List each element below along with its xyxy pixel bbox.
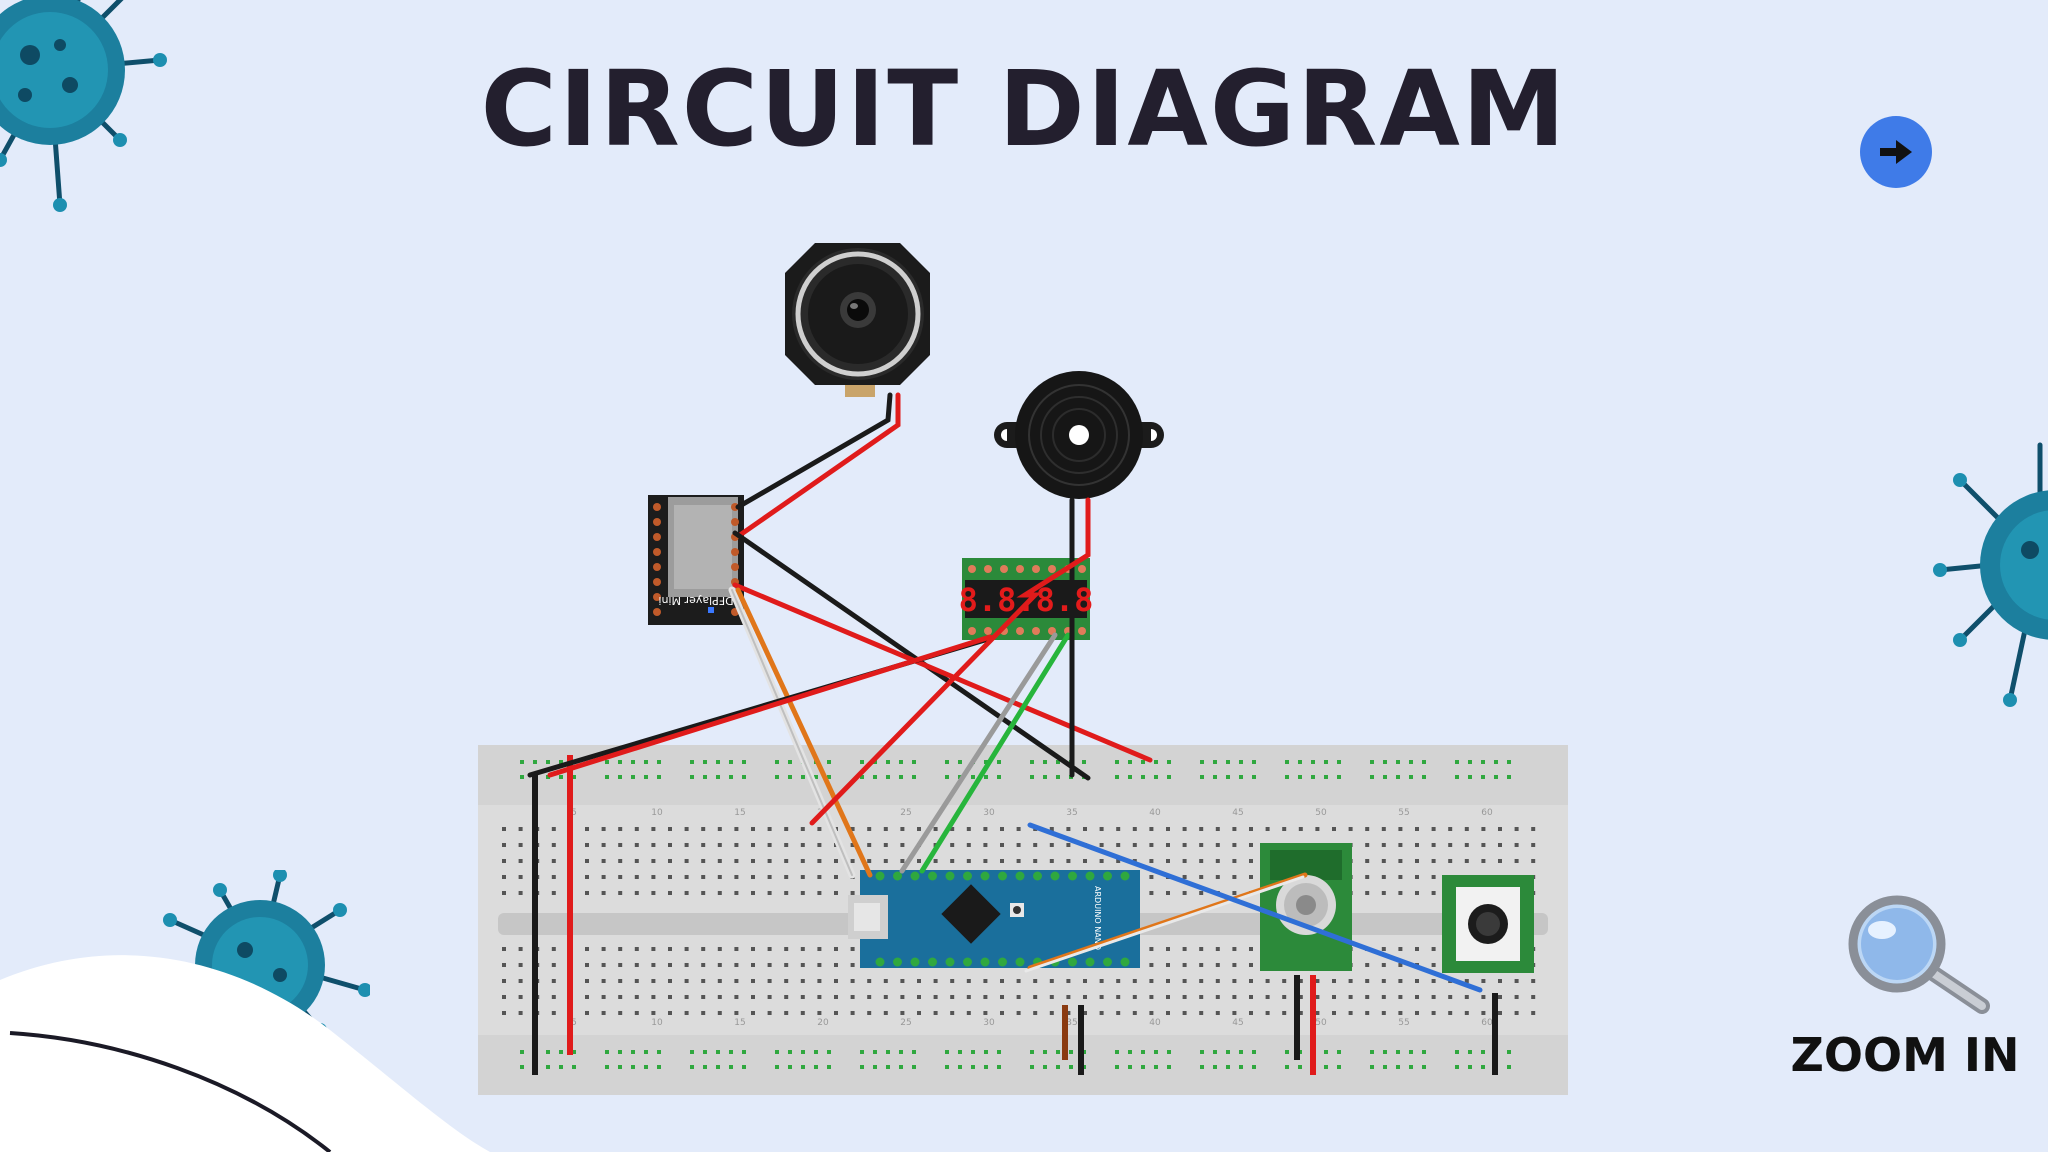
breadboard-number: 40 [1149, 1018, 1161, 1028]
push-button [1442, 875, 1534, 973]
hill-decoration [0, 955, 490, 1152]
breadboard-number: 5 [571, 1018, 577, 1028]
virus-icon [1933, 442, 2048, 707]
breadboard-number: 55 [1398, 1018, 1409, 1028]
breadboard-number: 25 [900, 1018, 911, 1028]
breadboard-number: 15 [734, 1018, 745, 1028]
breadboard-number: 60 [1481, 1018, 1493, 1028]
breadboard-number: 35 [1066, 808, 1077, 818]
breadboard-number: 30 [983, 808, 995, 818]
breadboard-number: 35 [1066, 1018, 1077, 1028]
breadboard-number: 25 [900, 808, 911, 818]
speaker [785, 243, 930, 397]
zoom-in-button[interactable]: ZOOM IN [1790, 890, 2020, 1090]
breadboard-number: 50 [1315, 808, 1327, 818]
wires [527, 392, 1483, 993]
breadboard-number: 40 [1149, 808, 1161, 818]
breadboard-number: 45 [1232, 808, 1243, 818]
breadboard-number: 55 [1398, 808, 1409, 818]
next-button[interactable] [1860, 116, 1932, 188]
breadboard-number: 60 [1481, 808, 1493, 818]
arrow-right-icon [1880, 140, 1912, 164]
breadboard-number: 20 [817, 1018, 829, 1028]
breadboard-number: 45 [1232, 1018, 1243, 1028]
breadboard-number: 10 [651, 808, 663, 818]
seven-segment-display: 8.8.8.8 [959, 558, 1093, 640]
buzzer [994, 371, 1164, 499]
arduino-label: ARDUINO NANO [1093, 886, 1102, 950]
potentiometer [1260, 843, 1352, 971]
breadboard-number: 50 [1315, 1018, 1327, 1028]
breadboard-number: 15 [734, 808, 745, 818]
breadboard-number: 5 [571, 808, 577, 818]
magnifier-icon [1848, 895, 1990, 1014]
breadboard-number: 30 [983, 1018, 995, 1028]
page-title: CIRCUIT DIAGRAM [480, 48, 1568, 170]
virus-icon [0, 0, 167, 212]
dfplayer-label: DFPlayer Mini [658, 594, 733, 607]
dfplayer-module: DFPlayer Mini [648, 495, 744, 625]
arduino-nano: ARDUINO NANO [848, 870, 1140, 968]
zoom-label: ZOOM IN [1790, 1028, 2020, 1082]
breadboard-number: 10 [651, 1018, 663, 1028]
